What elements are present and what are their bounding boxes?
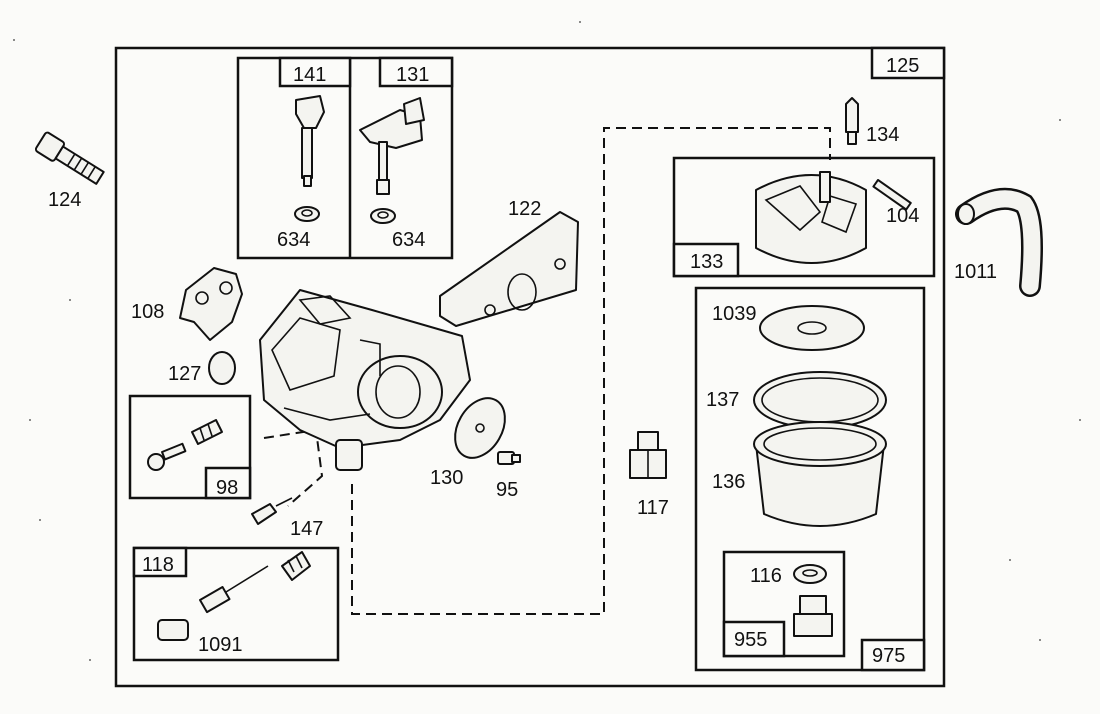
o-ring-127 bbox=[208, 351, 236, 385]
label-122: 122 bbox=[508, 198, 541, 220]
fuel-line-dashed bbox=[351, 127, 831, 615]
tag-box-975 bbox=[860, 638, 926, 672]
kit-box-98 bbox=[128, 394, 252, 500]
diaphragm-130 bbox=[454, 397, 506, 459]
kit-box-975 bbox=[694, 286, 926, 672]
label-147: 147 bbox=[290, 518, 323, 540]
label-137: 137 bbox=[706, 389, 739, 411]
tag-box-141 bbox=[278, 56, 352, 88]
label-134: 134 bbox=[866, 124, 899, 146]
label-975: 975 bbox=[872, 645, 905, 667]
scan-noise bbox=[13, 21, 1081, 661]
label-95: 95 bbox=[496, 479, 518, 501]
label-104: 104 bbox=[886, 205, 919, 227]
plate-108 bbox=[179, 267, 243, 341]
clip-147 bbox=[251, 497, 293, 525]
label-98: 98 bbox=[216, 477, 238, 499]
label-136: 136 bbox=[712, 471, 745, 493]
tag-box-98 bbox=[204, 466, 252, 500]
needle-1091 bbox=[157, 551, 311, 641]
needle-134 bbox=[845, 97, 859, 145]
label-127: 127 bbox=[168, 363, 201, 385]
tag-box-955 bbox=[722, 620, 786, 658]
tag-box-133 bbox=[672, 242, 740, 278]
kit-box-141-131 bbox=[236, 56, 454, 260]
label-125: 125 bbox=[886, 55, 919, 77]
kit-box-118 bbox=[132, 546, 340, 662]
washer-634b bbox=[370, 208, 396, 224]
primer-stem-141 bbox=[295, 95, 325, 187]
kit-box-133 bbox=[672, 156, 936, 278]
float-valve-131 bbox=[359, 97, 425, 195]
fitting-117 bbox=[629, 431, 667, 479]
label-118: 118 bbox=[142, 554, 174, 576]
label-116: 116 bbox=[750, 565, 782, 587]
main-frame bbox=[114, 46, 946, 688]
label-124: 124 bbox=[48, 189, 81, 211]
label-634b: 634 bbox=[392, 229, 425, 251]
label-117: 117 bbox=[637, 497, 669, 519]
screw-95 bbox=[497, 451, 521, 465]
washer-634a bbox=[294, 206, 320, 222]
label-1039: 1039 bbox=[712, 303, 757, 325]
gasket-1039 bbox=[759, 305, 865, 351]
float-133 bbox=[755, 171, 867, 264]
bolt-124 bbox=[34, 131, 105, 185]
label-133: 133 bbox=[690, 251, 723, 273]
tag-box-125 bbox=[870, 46, 946, 80]
o-ring-137 bbox=[753, 371, 887, 429]
gasket-122 bbox=[439, 211, 579, 327]
label-1091: 1091 bbox=[198, 634, 243, 656]
label-141: 141 bbox=[293, 64, 326, 86]
pin-104 bbox=[872, 179, 912, 211]
screw-spring-98 bbox=[147, 419, 223, 471]
label-1011: 1011 bbox=[954, 261, 997, 283]
label-130: 130 bbox=[430, 467, 463, 489]
tag-box-131 bbox=[378, 56, 454, 88]
label-955: 955 bbox=[734, 629, 767, 651]
label-108: 108 bbox=[131, 301, 164, 323]
carburetor-body bbox=[259, 289, 471, 471]
bowl-136 bbox=[753, 421, 887, 527]
tag-box-118 bbox=[132, 546, 188, 578]
plug-955 bbox=[793, 595, 833, 637]
label-634a: 634 bbox=[277, 229, 310, 251]
linkage-line-dashed bbox=[263, 428, 324, 507]
label-131: 131 bbox=[396, 64, 429, 86]
washer-116 bbox=[793, 564, 827, 584]
